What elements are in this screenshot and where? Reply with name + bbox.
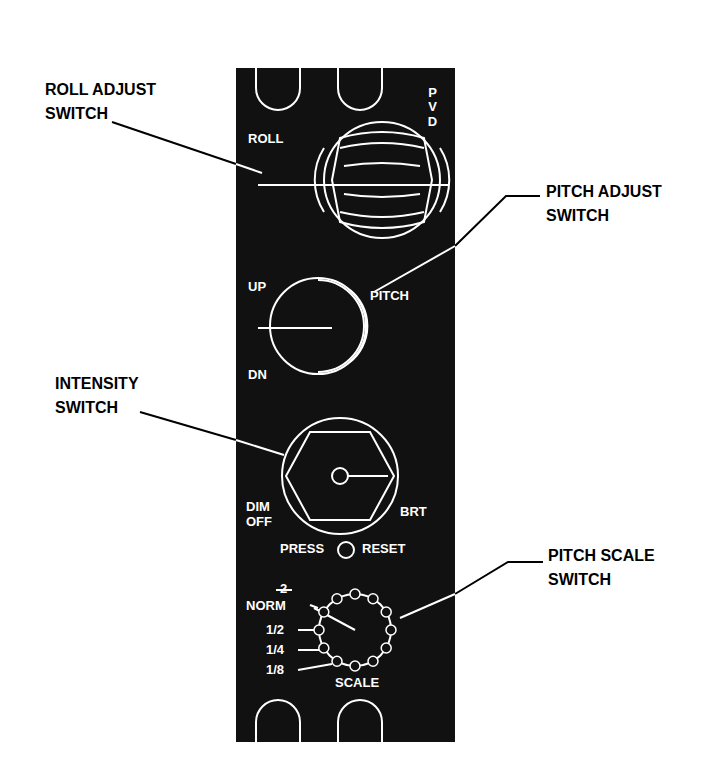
scale-label: SCALE [335,676,379,691]
panel-controls [236,68,455,742]
callout-label: ROLL ADJUST SWITCH [45,78,195,126]
scale-mark: 1/2 [266,623,284,638]
callout-label: PITCH ADJUST SWITCH [546,180,696,228]
dim-off-label: DIM OFF [246,500,277,530]
pvd-label: PVD [426,86,439,129]
press-label: PRESS [280,542,324,557]
up-label: UP [248,280,266,295]
bright-label: BRT [400,505,427,520]
reset-label: RESET [362,542,405,557]
scale-mark: 1/8 [266,663,284,678]
scale-mark: NORM [246,599,286,614]
control-panel: ROLLPVDUPPITCHDNDIM OFFBRTPRESSRESET2NOR… [236,68,455,742]
callout-label: INTENSITY SWITCH [55,372,165,420]
callout-label: PITCH SCALE SWITCH [548,544,668,592]
down-label: DN [248,368,267,383]
roll-label: ROLL [248,132,283,147]
scale-mark: 1/4 [266,643,284,658]
scale-mark: 2 [280,582,287,597]
